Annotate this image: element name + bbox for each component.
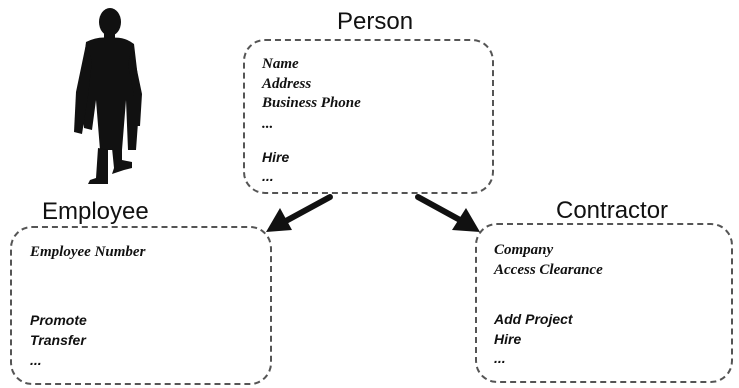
contractor-op-hire: Hire	[494, 331, 522, 347]
contractor-class-title: Contractor	[556, 197, 669, 224]
employee-class-box	[10, 226, 272, 385]
person-class-title: Person	[337, 8, 414, 35]
contractor-class-box	[475, 223, 733, 383]
person-class-box	[243, 39, 494, 194]
employee-op-promote: Promote	[30, 312, 87, 328]
employee-op-ellipsis: ...	[30, 352, 42, 368]
person-op-ellipsis: ...	[262, 168, 274, 184]
employee-attr-employee-number: Employee Number	[30, 244, 146, 260]
arrow-to-employee	[281, 194, 333, 225]
person-attr-business-phone: Business Phone	[262, 95, 361, 111]
person-attr-name: Name	[262, 56, 299, 72]
arrow-to-contractor	[415, 194, 463, 223]
contractor-op-ellipsis: ...	[494, 350, 506, 366]
employee-op-transfer: Transfer	[30, 332, 86, 348]
contractor-op-add-project: Add Project	[494, 311, 573, 327]
arrowhead-contractor-icon	[452, 208, 480, 232]
employee-class-title: Employee	[42, 198, 149, 225]
arrowhead-employee-icon	[266, 208, 292, 232]
person-attr-address: Address	[262, 76, 312, 92]
person-attr-ellipsis: ...	[262, 116, 274, 132]
contractor-attr-access-clearance: Access Clearance	[494, 262, 603, 278]
contractor-attr-company: Company	[494, 242, 554, 258]
person-op-hire: Hire	[262, 149, 290, 165]
